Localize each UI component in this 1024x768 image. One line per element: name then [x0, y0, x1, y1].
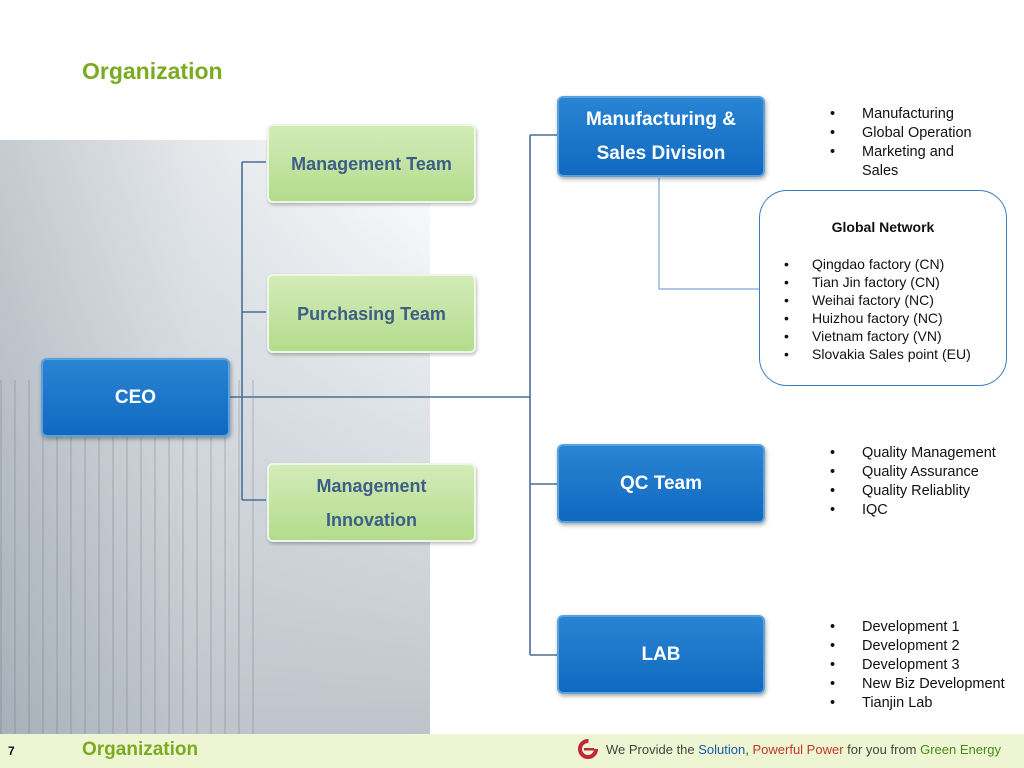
qc-duties-list: Quality Management Quality Assurance Qua… — [826, 444, 1021, 520]
list-item: Quality Reliablity — [826, 482, 1021, 501]
qc-team-label: QC Team — [619, 472, 702, 494]
footer-title: Organization — [82, 739, 199, 760]
page-title: Organization — [82, 58, 223, 84]
qc-team-box: QC Team — [557, 444, 765, 523]
lab-box: LAB — [557, 615, 765, 694]
ceo-box: CEO — [41, 358, 230, 437]
list-item: Quality Assurance — [826, 463, 1021, 482]
manufacturing-sales-label: Manufacturing & Sales Division — [586, 108, 736, 164]
list-item: Weihai factory (NC) — [780, 291, 971, 309]
list-item: Development 1 — [826, 618, 1021, 637]
background-building-photo — [0, 140, 430, 740]
background-building-windows — [0, 380, 260, 740]
manufacturing-sales-box: Manufacturing & Sales Division — [557, 96, 765, 177]
list-item: Quality Management — [826, 444, 1021, 463]
global-network-title: Global Network — [831, 219, 935, 235]
list-item: Huizhou factory (NC) — [780, 309, 971, 327]
list-item: Tianjin Lab — [826, 694, 1021, 713]
list-item: Global Operation — [826, 124, 1016, 143]
purchasing-team-label: Purchasing Team — [297, 303, 446, 324]
list-item: Vietnam factory (VN) — [780, 327, 971, 345]
global-network-list: Qingdao factory (CN) Tian Jin factory (C… — [780, 255, 971, 363]
list-item: Manufacturing — [826, 105, 1016, 124]
management-innovation-label: Management Innovation — [316, 475, 427, 530]
manufacturing-duties-list: Manufacturing Global Operation Marketing… — [826, 105, 1016, 181]
list-item: Development 2 — [826, 637, 1021, 656]
footer-slogan: We Provide the Solution, Powerful Power … — [606, 742, 1002, 757]
page-number: 7 — [8, 744, 15, 758]
lab-duties-list: Development 1 Development 2 Development … — [826, 618, 1021, 713]
list-item: IQC — [826, 501, 1021, 520]
lab-label: LAB — [641, 643, 681, 665]
company-logo-icon — [578, 739, 598, 759]
list-item: Marketing and Sales — [826, 143, 1016, 181]
management-team-box: Management Team — [267, 124, 476, 203]
list-item: Qingdao factory (CN) — [780, 255, 971, 273]
list-item: Slovakia Sales point (EU) — [780, 345, 971, 363]
footer-bar: 7 Organization We Provide the Solution, … — [0, 734, 1024, 768]
purchasing-team-box: Purchasing Team — [267, 274, 476, 353]
global-network-box: Global Network Qingdao factory (CN) Tian… — [759, 190, 1007, 386]
management-team-label: Management Team — [291, 153, 452, 174]
list-item: New Biz Development — [826, 675, 1021, 694]
list-item: Development 3 — [826, 656, 1021, 675]
list-item: Tian Jin factory (CN) — [780, 273, 971, 291]
ceo-label: CEO — [114, 386, 157, 408]
management-innovation-box: Management Innovation — [267, 463, 476, 542]
